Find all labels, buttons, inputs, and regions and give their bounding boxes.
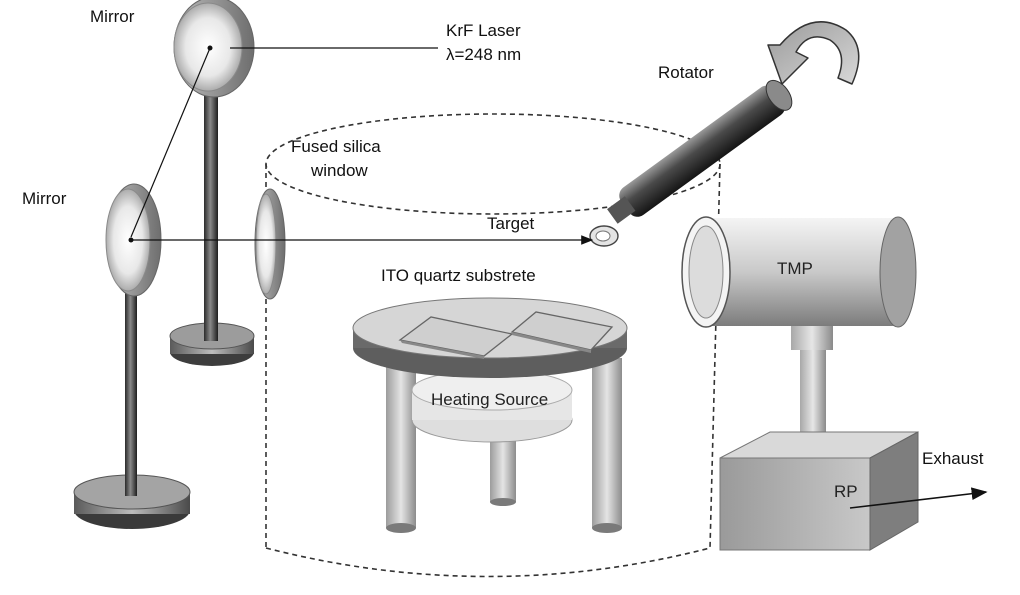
exhaust-arrow [849,487,988,509]
tmp-label: TMP [777,259,813,278]
laser-beam-path [128,45,594,245]
rotator-target-assembly [589,79,793,247]
wavelength-label: λ=248 nm [446,45,521,64]
rotator-label: Rotator [658,63,714,82]
window-label-line1: Fused silica [291,137,381,156]
mirror-left-label: Mirror [22,189,67,208]
fused-silica-window [254,188,286,300]
laser-label: KrF Laser [446,21,521,40]
target-label: Target [487,214,535,233]
rp-pump [719,431,919,551]
rotation-arrow-icon [767,21,860,85]
exhaust-label: Exhaust [922,449,984,468]
substrate-label: ITO quartz substrete [381,266,536,285]
substrate-stage [352,297,628,533]
window-label-line2: window [310,161,368,180]
mirror-top-label: Mirror [90,7,135,26]
tmp-pump [681,216,917,454]
heating-source-label: Heating Source [431,390,548,409]
mirror-top [169,0,255,366]
rp-label: RP [834,482,858,501]
